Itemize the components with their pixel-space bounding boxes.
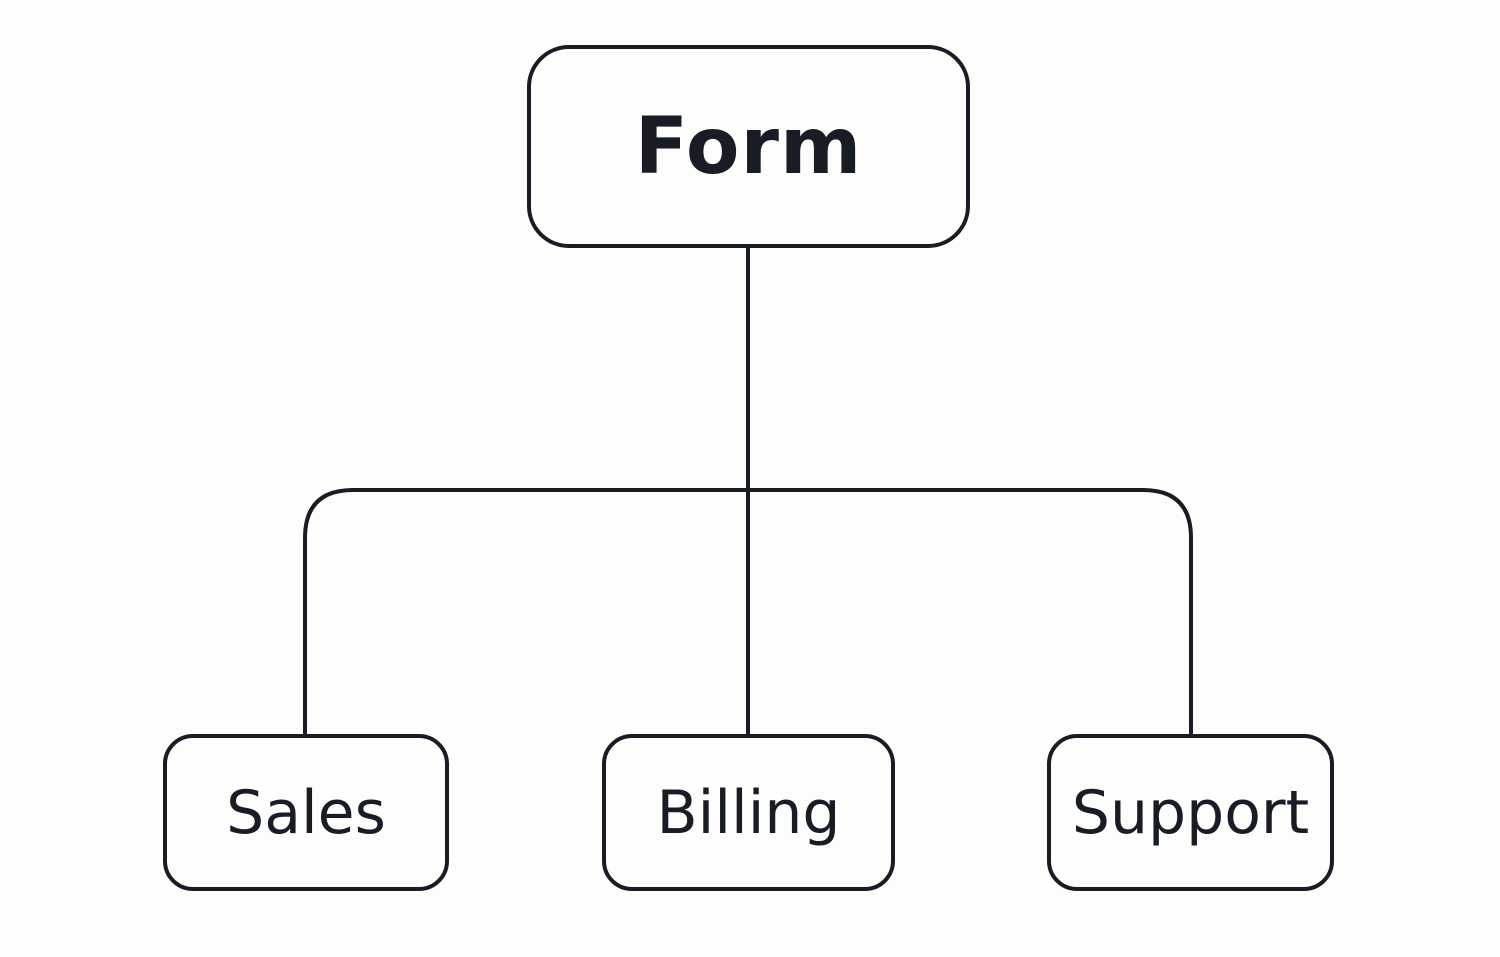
node-billing-label: Billing: [656, 777, 841, 848]
node-sales-label: Sales: [226, 777, 386, 848]
node-billing[interactable]: Billing: [602, 734, 895, 891]
node-support-label: Support: [1071, 777, 1310, 848]
connector-to-sales: [303, 488, 355, 736]
node-sales[interactable]: Sales: [163, 734, 449, 891]
node-form[interactable]: Form: [527, 45, 970, 248]
connector-to-support: [1141, 488, 1193, 736]
node-support[interactable]: Support: [1047, 734, 1334, 891]
node-form-label: Form: [634, 101, 863, 192]
